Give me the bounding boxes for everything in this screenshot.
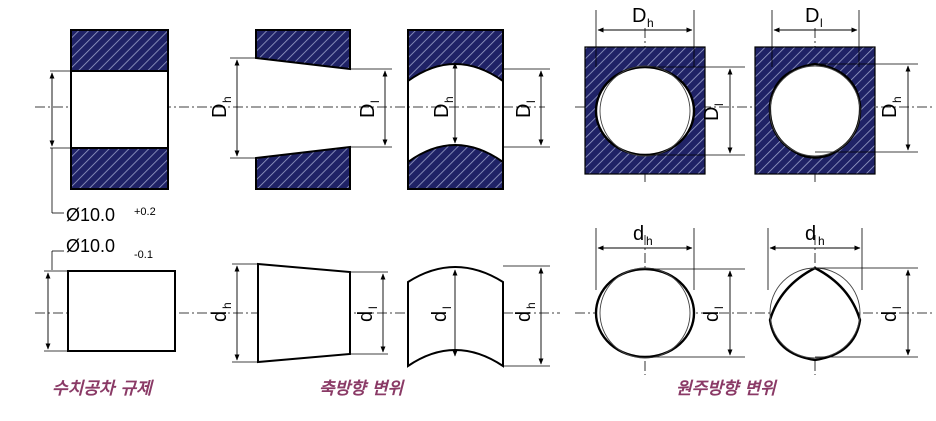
circumferential-Dh-top-label: D h bbox=[632, 5, 654, 30]
lower-tolerance-value: Ø10.0 bbox=[66, 236, 115, 256]
svg-text:d: d bbox=[633, 223, 644, 245]
svg-text:h: h bbox=[647, 16, 654, 30]
svg-text:h: h bbox=[220, 96, 234, 103]
axial-Dh-left-label: D h bbox=[209, 96, 234, 118]
svg-text:l: l bbox=[440, 306, 454, 309]
circumferential-dl-lobed-label: d l bbox=[879, 306, 904, 322]
svg-text:l: l bbox=[366, 306, 380, 309]
svg-text:d: d bbox=[429, 311, 451, 322]
circumferential-caption: 원주방향 변위 bbox=[676, 379, 778, 399]
tolerance-caption: 수치공차 규제 bbox=[52, 379, 154, 399]
svg-text:l: l bbox=[820, 16, 823, 30]
axial-dh-left-label: d h bbox=[209, 302, 234, 322]
upper-tolerance-value: Ø10.0 bbox=[66, 205, 115, 225]
svg-text:D: D bbox=[431, 104, 453, 118]
lower-tolerance-deviation: -0.1 bbox=[134, 249, 153, 261]
axial-Dl-barrel-label: D l bbox=[513, 100, 538, 118]
svg-text:D: D bbox=[209, 104, 231, 118]
svg-text:h: h bbox=[890, 96, 904, 103]
axial-dh-barrel-label: d h bbox=[513, 302, 538, 322]
upper-tolerance-deviation: +0.2 bbox=[134, 206, 156, 218]
tolerance-shaft-drawing bbox=[44, 250, 176, 352]
svg-text:D: D bbox=[513, 104, 535, 118]
svg-text:d: d bbox=[513, 311, 535, 322]
svg-text:l: l bbox=[712, 103, 726, 106]
svg-text:l: l bbox=[712, 306, 726, 309]
svg-text:D: D bbox=[879, 104, 901, 118]
svg-text:h: h bbox=[818, 234, 825, 248]
axial-Dl-left-label: D l bbox=[357, 100, 382, 118]
svg-text:D: D bbox=[632, 5, 646, 27]
circumferential-Dh-right-label: D h bbox=[879, 96, 904, 118]
circumferential-Dl-right-label: D l bbox=[701, 103, 726, 121]
svg-text:l: l bbox=[368, 100, 382, 103]
axial-barrel-hole-drawing bbox=[407, 29, 550, 190]
tolerance-hole-drawing bbox=[49, 29, 169, 214]
svg-text:D: D bbox=[357, 104, 379, 118]
svg-text:l: l bbox=[890, 306, 904, 309]
axial-dl-left-label: d l bbox=[355, 306, 380, 322]
svg-text:d: d bbox=[355, 311, 377, 322]
svg-text:D: D bbox=[805, 5, 819, 27]
circumferential-lobed-hole-drawing bbox=[754, 10, 918, 175]
axial-taper-hole-drawing bbox=[230, 29, 392, 190]
axial-dl-barrel-label: d l bbox=[429, 306, 454, 322]
svg-text:h: h bbox=[442, 96, 456, 103]
circumferential-Dl-top-label: D l bbox=[805, 5, 823, 30]
svg-text:h: h bbox=[220, 302, 234, 309]
svg-text:h: h bbox=[646, 234, 653, 248]
svg-text:d: d bbox=[805, 223, 816, 245]
circumferential-lobed-shaft-drawing bbox=[767, 228, 918, 362]
svg-text:d: d bbox=[209, 311, 231, 322]
axial-caption: 축방향 변위 bbox=[319, 379, 405, 399]
circumferential-dl-oval-label: d l bbox=[701, 306, 726, 322]
axial-barrel-shaft-drawing bbox=[407, 265, 550, 368]
circumferential-oval-hole-drawing bbox=[584, 10, 745, 175]
circumferential-oval-shaft-drawing bbox=[594, 228, 745, 359]
svg-text:d: d bbox=[701, 311, 723, 322]
circumferential-dh-lobed-label: d h bbox=[805, 223, 825, 248]
svg-text:l: l bbox=[524, 100, 538, 103]
axial-taper-shaft-drawing bbox=[232, 262, 388, 364]
svg-text:d: d bbox=[879, 311, 901, 322]
axial-Dh-barrel-label: D h bbox=[431, 96, 456, 118]
svg-text:h: h bbox=[524, 302, 538, 309]
circumferential-dh-oval-label: d h bbox=[633, 223, 653, 248]
svg-text:D: D bbox=[701, 107, 723, 121]
